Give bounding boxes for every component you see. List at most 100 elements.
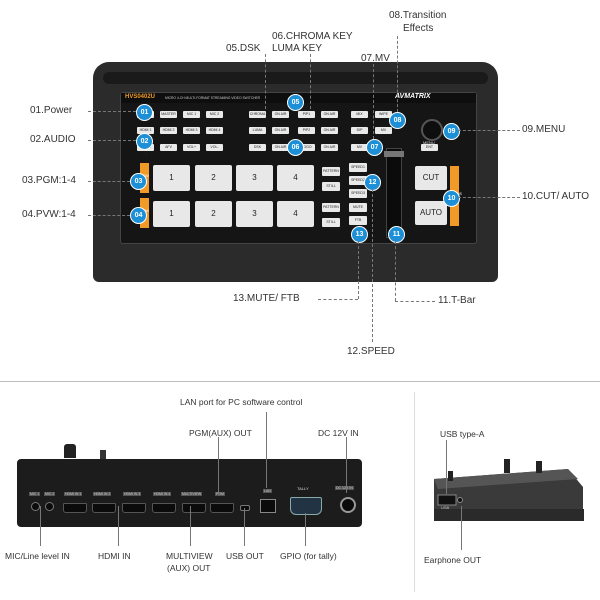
callout-01: 01 xyxy=(136,104,153,121)
callout-05: 05 xyxy=(287,94,304,111)
hdmi4-audio-button[interactable]: HDMI 4 xyxy=(206,127,223,134)
rear-knob xyxy=(64,444,76,458)
hdmi-in-1-port[interactable] xyxy=(63,503,87,513)
pip2-button[interactable]: PiP2 xyxy=(298,127,315,134)
pgm-button-2[interactable]: 2 xyxy=(195,165,232,191)
label-multiview-2: (AUX) OUT xyxy=(167,563,211,573)
leader-01 xyxy=(88,111,136,112)
vol-down-button[interactable]: VOL- xyxy=(206,144,223,151)
afv-button[interactable]: AFV xyxy=(160,144,177,151)
hdmi-in-1-tag: HDMI IN 1 xyxy=(64,492,83,496)
hdmi1-audio-button[interactable]: HDMI 1 xyxy=(137,127,154,134)
callout-02: 02 xyxy=(136,133,153,150)
leader-10 xyxy=(458,197,520,198)
leader-11a xyxy=(395,241,396,301)
wipe-button[interactable]: WIPE xyxy=(375,111,392,118)
hdmi-in-4-port[interactable] xyxy=(152,503,176,513)
enter-button[interactable]: ENT xyxy=(421,144,438,151)
label-dc: DC 12V IN xyxy=(318,428,359,438)
leader-gpio xyxy=(305,513,306,546)
rear-side-divider xyxy=(414,392,415,592)
label-menu: 09.MENU xyxy=(522,124,566,135)
usb-side-tag: USB xyxy=(441,505,450,510)
mic1-jack[interactable] xyxy=(31,502,40,511)
label-pgm-aux: PGM(AUX) OUT xyxy=(189,428,252,438)
still-button-pvw[interactable]: STILL xyxy=(322,218,340,227)
leader-05 xyxy=(265,54,266,109)
pgm-tag: PGM xyxy=(215,492,225,496)
mute-button[interactable]: MUTE xyxy=(349,203,367,212)
logo-on-air-button[interactable]: ON AIR xyxy=(321,144,338,151)
hdmi-in-3-tag: HDMI IN 3 xyxy=(123,492,142,496)
pattern-button-pgm[interactable]: PATTERN xyxy=(322,167,340,176)
pip1-button[interactable]: PiP1 xyxy=(298,111,315,118)
dip-button[interactable]: DIP xyxy=(351,127,368,134)
hdmi3-audio-button[interactable]: HDMI 3 xyxy=(183,127,200,134)
speed2-button[interactable]: SPEED2 xyxy=(349,176,367,185)
label-multiview-1: MULTIVIEW xyxy=(166,551,213,561)
pvw-button-2[interactable]: 2 xyxy=(195,201,232,227)
mic2-jack[interactable] xyxy=(45,502,54,511)
pgm-out-port[interactable] xyxy=(210,503,234,513)
luma-button[interactable]: LUMA xyxy=(249,127,266,134)
pgm-button-4[interactable]: 4 xyxy=(277,165,314,191)
switcher-top-rim xyxy=(103,72,488,84)
multiview-port[interactable] xyxy=(182,503,206,513)
dsk-button[interactable]: DSK xyxy=(249,144,266,151)
speed1-button[interactable]: SPEED1 xyxy=(349,163,367,172)
leader-11b xyxy=(395,301,435,302)
leader-07 xyxy=(373,64,374,139)
luma-on-air-button[interactable]: ON AIR xyxy=(272,127,289,134)
still-button-pgm[interactable]: STILL xyxy=(322,182,340,191)
dc-in-port[interactable] xyxy=(340,497,356,513)
mv-button[interactable]: MV xyxy=(351,144,368,151)
t-bar-handle[interactable] xyxy=(384,151,404,157)
t-bar[interactable] xyxy=(384,148,404,238)
lan-port[interactable] xyxy=(260,499,276,513)
leader-09 xyxy=(458,130,520,131)
label-tbar: 11.T-Bar xyxy=(438,295,476,306)
mix-button[interactable]: MIX xyxy=(351,111,368,118)
hdmi-in-3-port[interactable] xyxy=(122,503,146,513)
callout-06: 06 xyxy=(287,139,304,156)
mic1-tag: MIC 1 xyxy=(29,492,41,496)
usb-type-a-port[interactable] xyxy=(436,494,456,504)
menu-knob[interactable] xyxy=(421,119,443,141)
leader-12 xyxy=(372,189,373,342)
pvw-button-3[interactable]: 3 xyxy=(236,201,273,227)
dsk-on-air-button[interactable]: ON AIR xyxy=(272,144,289,151)
ftb-button[interactable]: FTB xyxy=(349,216,367,225)
hdmi2-audio-button[interactable]: HDMI 2 xyxy=(160,127,177,134)
leader-13b xyxy=(318,299,358,300)
pip2-on-air-button[interactable]: ON AIR xyxy=(321,127,338,134)
chroma-on-air-button[interactable]: ON AIR xyxy=(272,111,289,118)
pip1-on-air-button[interactable]: ON AIR xyxy=(321,111,338,118)
mic2-button[interactable]: MIC 2 xyxy=(206,111,223,118)
leader-usb-out xyxy=(244,508,245,546)
auto-button[interactable]: AUTO xyxy=(415,201,447,225)
chroma-button[interactable]: CHROMA xyxy=(249,111,266,118)
pattern-button-pvw[interactable]: PATTERN xyxy=(322,203,340,212)
usb-out-port[interactable] xyxy=(240,505,250,511)
gpio-tally-port[interactable] xyxy=(290,497,322,515)
mv-button-top[interactable]: MV xyxy=(375,127,392,134)
pvw-button-1[interactable]: 1 xyxy=(153,201,190,227)
section-divider xyxy=(0,381,600,382)
label-transition-1: 08.Transition xyxy=(389,10,447,21)
pgm-button-3[interactable]: 3 xyxy=(236,165,273,191)
label-mic-level: MIC/Line level IN xyxy=(5,551,70,561)
cut-button[interactable]: CUT xyxy=(415,166,447,190)
mic1-button[interactable]: MIC 1 xyxy=(183,111,200,118)
master-button[interactable]: MASTER xyxy=(160,111,177,118)
leader-06 xyxy=(310,54,311,109)
logo-button[interactable]: LOGO xyxy=(298,144,315,151)
vol-up-button[interactable]: VOL+ xyxy=(183,144,200,151)
speed3-button[interactable]: SPEED3 xyxy=(349,189,367,198)
menu-label: MENU xyxy=(423,140,435,145)
pvw-button-4[interactable]: 4 xyxy=(277,201,314,227)
label-pvw: 04.PVW:1-4 xyxy=(22,209,76,220)
pgm-button-1[interactable]: 1 xyxy=(153,165,190,191)
leader-dc xyxy=(346,437,347,493)
rear-tbar-stub xyxy=(100,450,106,459)
hdmi-in-2-port[interactable] xyxy=(92,503,116,513)
